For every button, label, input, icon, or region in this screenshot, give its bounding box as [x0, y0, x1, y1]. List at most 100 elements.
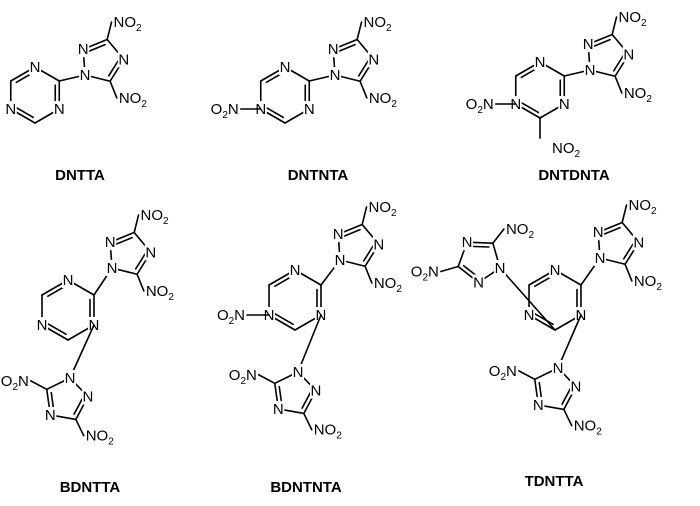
nitrogen-atom-label: N: [80, 67, 91, 84]
nitro-group-left: O2N: [229, 367, 257, 387]
bond: [361, 206, 368, 226]
atom-backdrop: [558, 96, 571, 112]
nitrogen-atom-label: N: [585, 62, 596, 79]
bond: [114, 236, 133, 246]
bond: [30, 380, 48, 391]
nitrogen-atom-label: N: [633, 234, 644, 251]
nitro-subscript: 2: [596, 427, 602, 438]
bond: [602, 226, 621, 236]
bond: [75, 418, 85, 437]
nitro-group-left: O2N: [411, 264, 439, 284]
nitro-text: N: [483, 96, 494, 113]
bond: [611, 16, 618, 36]
nitro-text: NO: [624, 85, 647, 102]
nitro-text: NO: [369, 199, 392, 216]
nitro-text: NO: [574, 418, 597, 435]
atom-backdrop: [106, 260, 118, 276]
nitro-subscript: 2: [396, 284, 402, 295]
nitro-subscript: 2: [168, 292, 174, 303]
bond: [563, 408, 573, 427]
nitro-text: NO: [86, 428, 109, 445]
nitro-text: NO: [314, 422, 337, 439]
nitrogen-atom-label: N: [273, 401, 284, 418]
atom-backdrop: [36, 317, 49, 333]
nitrogen-atom-label: N: [293, 364, 304, 381]
nitro-group-left: O2N: [211, 101, 239, 121]
nitro-text: N: [234, 307, 245, 324]
compound-label-dntdnta: DNTDNTA: [538, 167, 610, 184]
atom-backdrop: [494, 260, 506, 276]
atom-backdrop: [303, 101, 316, 117]
nitro-subscript: 2: [422, 273, 428, 284]
nitrogen-atom-label: N: [30, 59, 41, 76]
atom-backdrop: [272, 400, 285, 417]
nitrogen-atom-label: N: [63, 272, 74, 289]
atom-backdrop: [622, 46, 635, 63]
nitro-group-right: NO2: [114, 14, 142, 34]
nitro-group-left: O2N: [217, 307, 245, 327]
nitro-group-right: NO2: [364, 14, 393, 34]
atom-backdrop: [472, 274, 485, 291]
nitrogen-atom-label: N: [78, 41, 89, 58]
nitro-text: NO: [146, 283, 169, 300]
bond: [297, 314, 322, 373]
atom-backdrop: [327, 41, 340, 58]
nitro-text: NO: [364, 14, 387, 31]
nitrogen-atom-label: N: [65, 370, 76, 387]
nitro-group-right: NO2: [624, 85, 653, 105]
nitro-text: NO: [634, 273, 657, 290]
bond: [622, 242, 635, 260]
atom-backdrop: [79, 67, 91, 83]
nitrogen-atom-label: N: [118, 51, 129, 68]
nitro-group-right: NO2: [629, 197, 658, 217]
atom-backdrop: [44, 406, 57, 423]
nitro-group-left: O2N: [489, 363, 517, 383]
nitrogen-atom-label: N: [330, 67, 341, 84]
nitrogen-atom-label: N: [368, 51, 379, 68]
nitro-group-right: NO2: [369, 90, 398, 110]
nitro-text: O: [211, 101, 223, 118]
nitrogen-atom-label: N: [105, 234, 116, 251]
nitro-subscript: 2: [141, 99, 147, 110]
nitrogen-atom-label: N: [553, 360, 564, 377]
nitrogen-atom-label: N: [37, 317, 48, 334]
nitro-subscript: 2: [477, 105, 483, 116]
nitro-subscript: 2: [108, 437, 114, 448]
nitro-text: O: [229, 367, 241, 384]
bond: [621, 204, 628, 224]
nitro-group-right: NO2: [619, 9, 648, 29]
bond: [592, 38, 611, 48]
nitrogen-atom-label: N: [311, 383, 322, 400]
bond: [534, 312, 554, 326]
atom-backdrop: [4, 101, 17, 117]
nitro-text: NO: [114, 14, 136, 31]
nitro-group-right: NO2: [146, 283, 175, 303]
bond: [303, 412, 313, 431]
bond: [440, 265, 459, 273]
nitrogen-atom-label: N: [535, 54, 546, 71]
nitro-text: N: [228, 101, 239, 118]
nitro-text: NO: [119, 90, 142, 107]
nitro-group-left: O2N: [466, 96, 494, 116]
nitro-subscript: 2: [12, 382, 18, 393]
atom-backdrop: [372, 236, 385, 253]
nitro-text: NO: [552, 140, 575, 157]
nitrogen-atom-label: N: [524, 307, 535, 324]
compound-label-dnttta: DNTTA: [55, 167, 105, 184]
bond: [265, 106, 285, 119]
nitrogen-atom-label: N: [593, 224, 604, 241]
nitrogen-atom-label: N: [583, 36, 594, 53]
nitrogen-atom-label: N: [328, 41, 339, 58]
bond: [301, 391, 312, 409]
bond: [87, 43, 106, 53]
nitrogen-atom-label: N: [280, 59, 291, 76]
bond: [614, 75, 623, 94]
nitrogen-atom-label: N: [107, 260, 118, 277]
nitro-group-right: NO2: [634, 273, 663, 293]
nitro-text: NO: [506, 221, 529, 238]
